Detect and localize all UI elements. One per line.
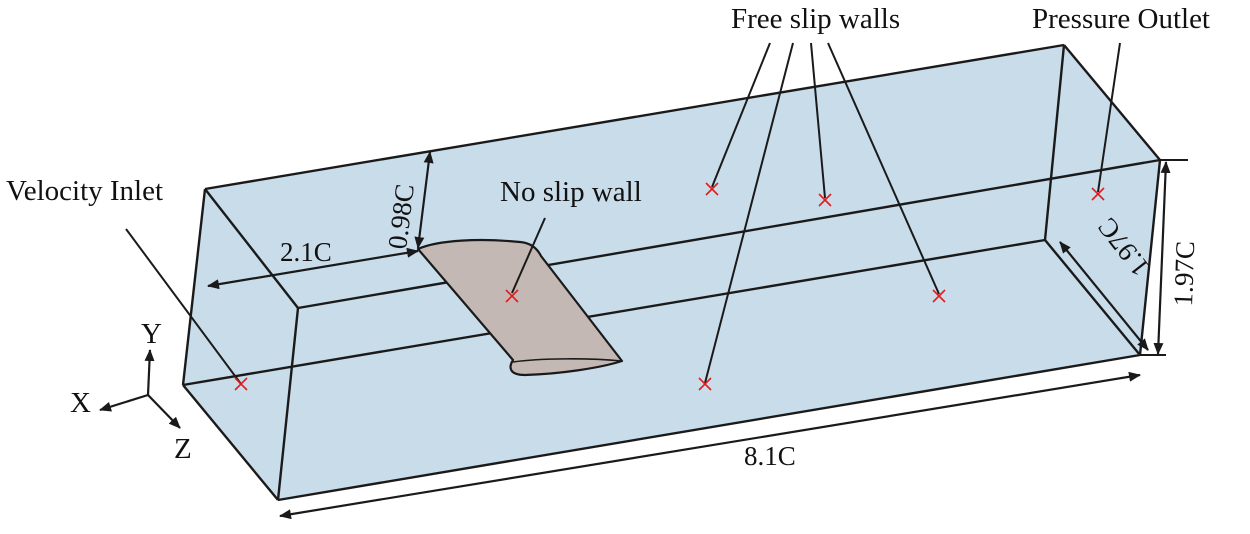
axis-x-arrow — [99, 393, 149, 412]
leader-lines — [125, 42, 1121, 385]
edge-bottom-inlet — [182, 384, 279, 501]
edge-top-back — [204, 43, 1065, 191]
marker-free-slip-3 — [818, 193, 832, 207]
dim-height-line — [1153, 161, 1171, 355]
leader-free-slip-2 — [704, 42, 794, 384]
leader-free-slip-3 — [810, 42, 826, 199]
boundary-markers — [234, 182, 1105, 391]
edge-bottom-back — [182, 238, 1046, 387]
axis-z-arrow — [147, 394, 181, 429]
marker-no-slip-wall — [505, 289, 519, 303]
label-velocity-inlet: Velocity Inlet — [6, 175, 163, 207]
domain-faces — [183, 45, 1160, 500]
labels: Free slip walls Pressure Outlet Velocity… — [6, 3, 1210, 208]
leader-free-slip-1 — [711, 42, 771, 188]
axis-y-arrow — [144, 349, 155, 396]
airfoil-tip-edge — [512, 358, 623, 363]
axis-triad: Y X Z — [70, 318, 192, 465]
edge-inlet-back-vertical — [181, 188, 207, 386]
marker-velocity-inlet — [234, 377, 248, 391]
dimension-lines — [207, 151, 1188, 520]
marker-free-slip-4 — [932, 289, 946, 303]
leader-no-slip-wall — [511, 217, 546, 294]
dim-depth-line — [1059, 241, 1149, 351]
dim-length-line — [279, 371, 1141, 520]
marker-free-slip-2 — [698, 377, 712, 391]
label-no-slip-wall: No slip wall — [500, 176, 642, 208]
axis-x-label: X — [70, 387, 91, 419]
dim-label-height: 1.97C — [1168, 241, 1200, 307]
edge-outlet-back-vertical — [1043, 44, 1066, 241]
label-free-slip-walls: Free slip walls — [731, 3, 900, 35]
dim-inlet-to-airfoil-line — [207, 247, 419, 290]
axis-y-label: Y — [141, 318, 162, 350]
leader-velocity-inlet — [125, 228, 242, 385]
dim-label-inlet-to-airfoil: 2.1C — [280, 237, 332, 267]
dim-label-length: 8.1C — [744, 441, 796, 471]
marker-free-slip-1 — [705, 182, 719, 196]
edge-top-front — [297, 158, 1161, 310]
leader-pressure-outlet — [1097, 42, 1121, 193]
label-pressure-outlet: Pressure Outlet — [1032, 3, 1210, 35]
dim-airfoil-to-top-line — [414, 151, 434, 249]
axis-z-label: Z — [174, 433, 192, 465]
marker-pressure-outlet — [1091, 187, 1105, 201]
leader-free-slip-4 — [827, 42, 940, 295]
